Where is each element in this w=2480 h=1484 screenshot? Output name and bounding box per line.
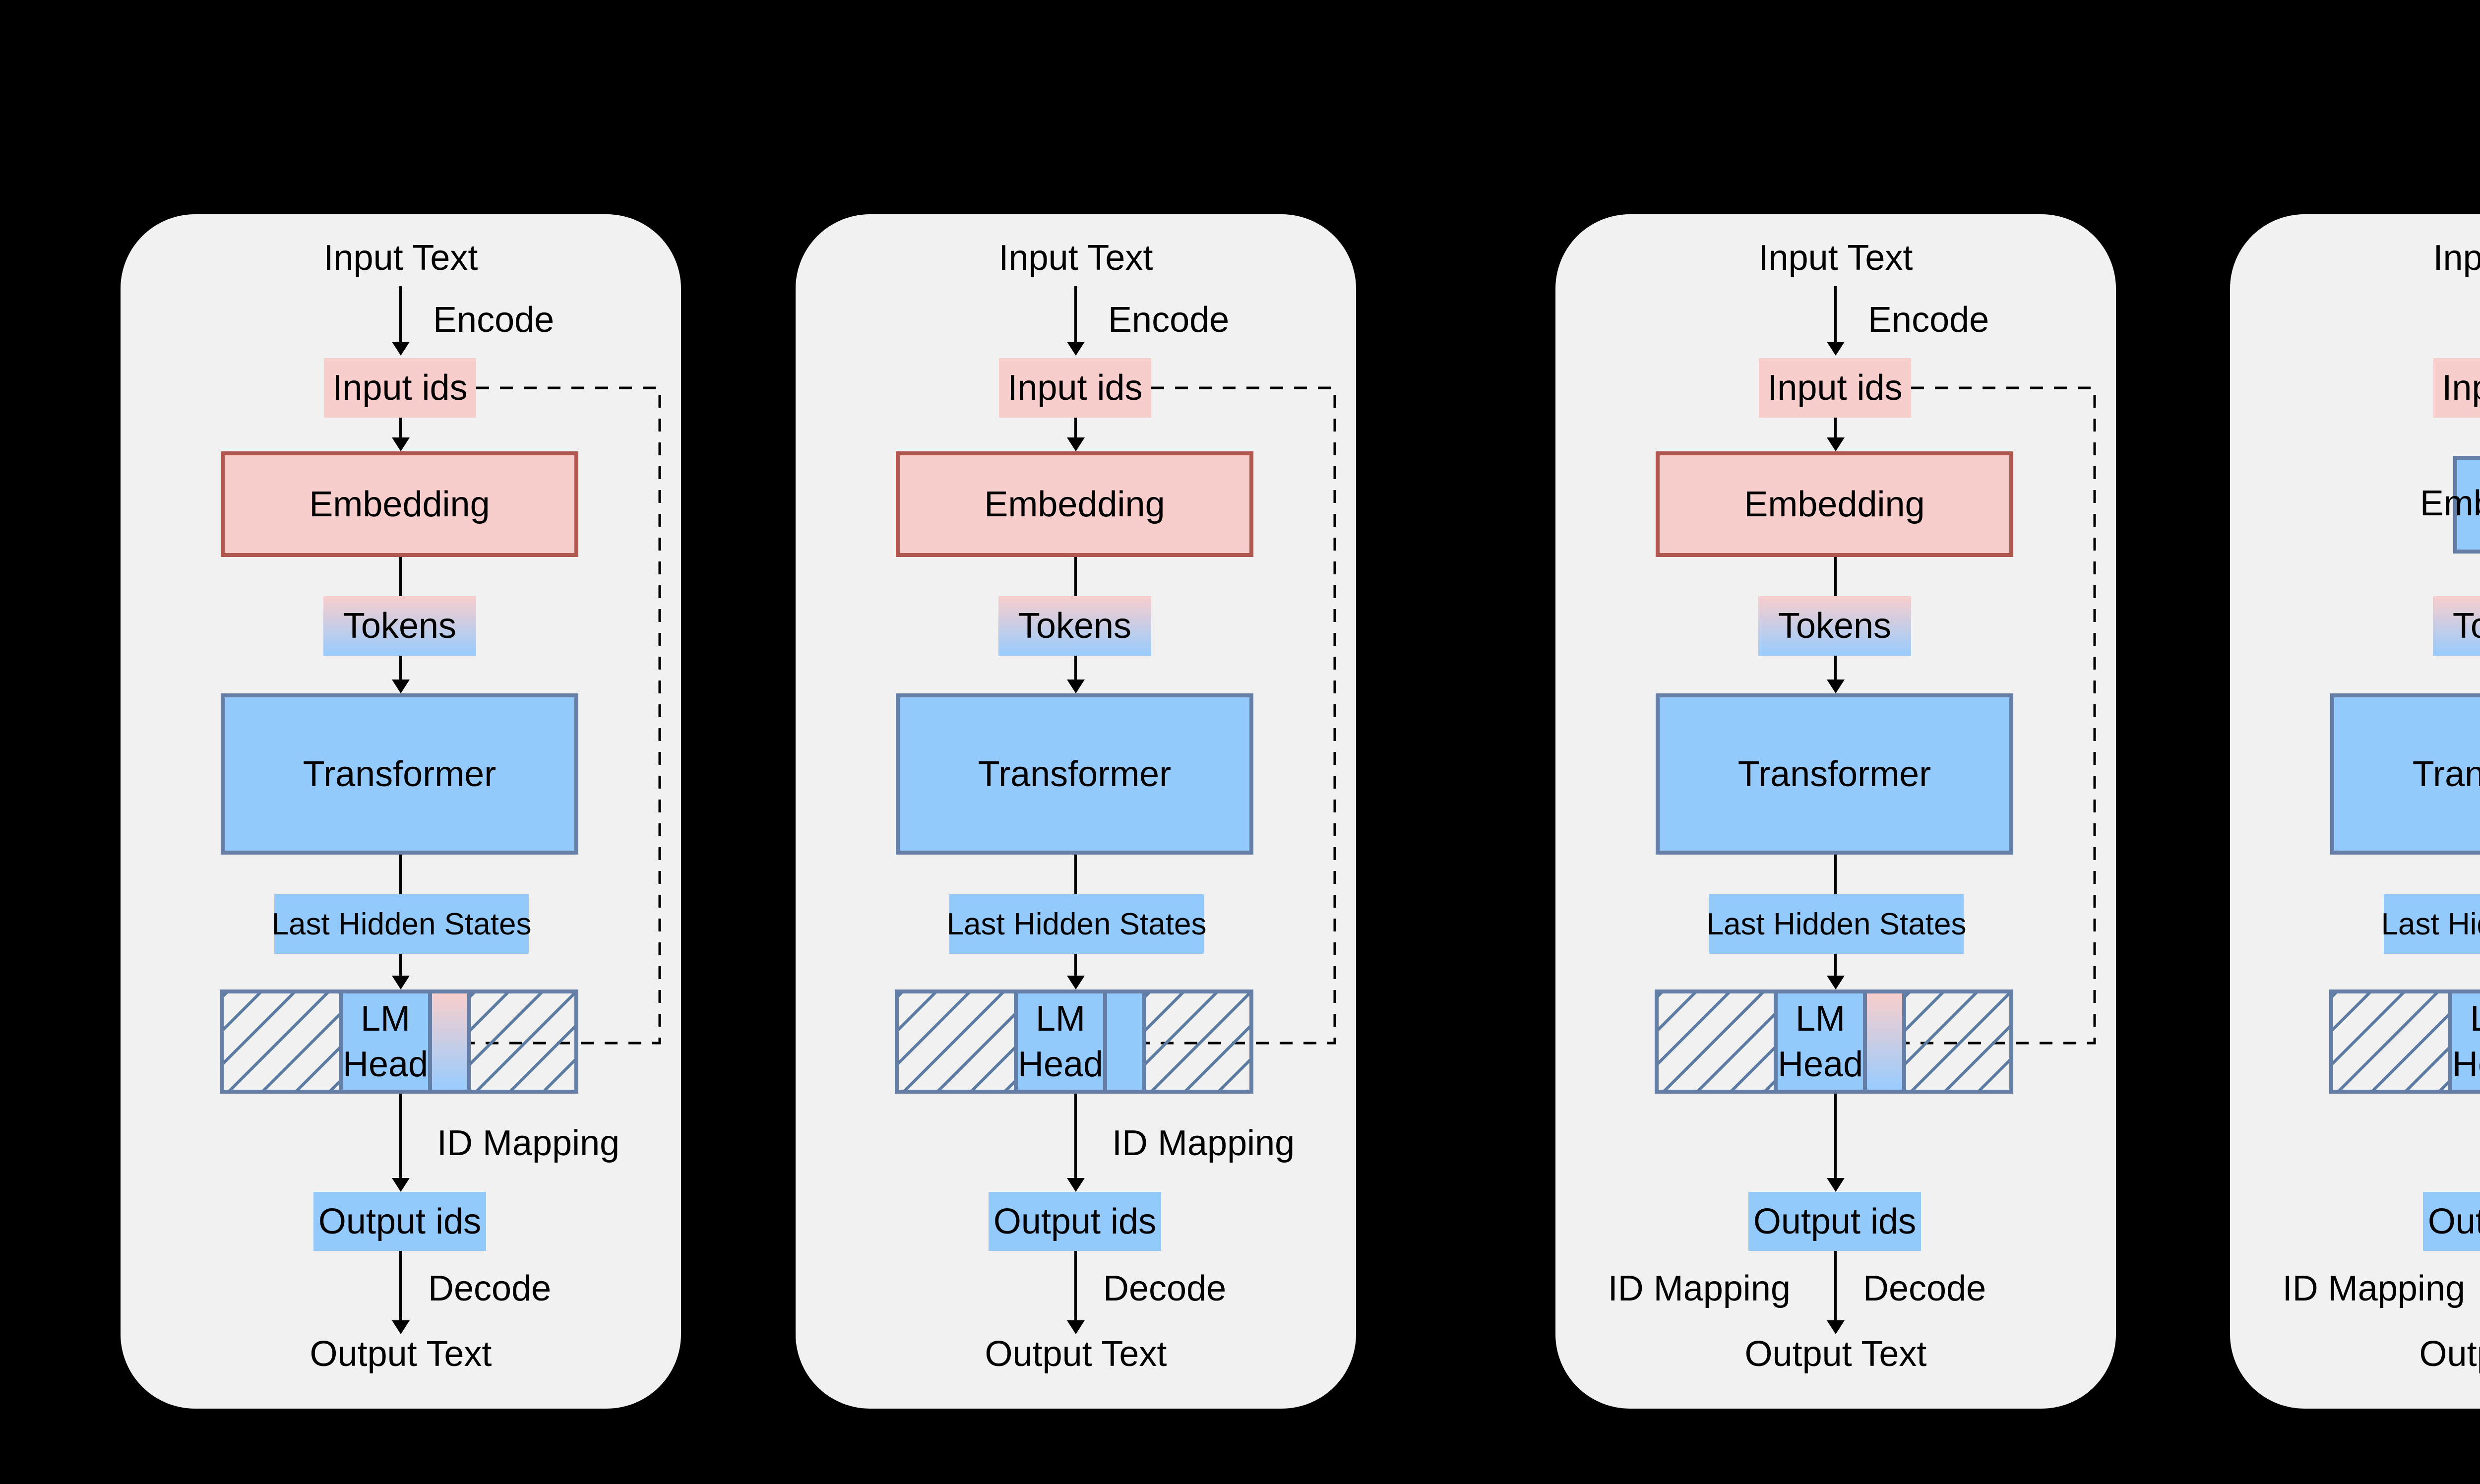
ids-to-embedding-arrow bbox=[392, 418, 410, 451]
lmhead-to-outputids-arrow bbox=[1827, 1094, 1845, 1192]
tokens-chip: Tokens bbox=[2433, 596, 2480, 656]
lm-head-cell: LM Head bbox=[1774, 993, 1867, 1090]
encode-arrow bbox=[392, 286, 410, 356]
output-ids-chip: Output ids bbox=[989, 1192, 1161, 1251]
lmhead-to-outputids-arrow bbox=[1067, 1094, 1085, 1192]
id-mapping-label: ID Mapping bbox=[437, 1123, 620, 1163]
id-mapping-label: ID Mapping bbox=[1608, 1269, 1791, 1308]
output-ids-chip: Output ids bbox=[313, 1192, 486, 1251]
last-hidden-states-chip: Last Hidden States bbox=[272, 894, 531, 954]
decode-arrow bbox=[392, 1251, 410, 1334]
output-text-label: Output Text bbox=[2419, 1334, 2480, 1374]
encode-arrow bbox=[1827, 286, 1845, 356]
lm-head-cell: LM Head bbox=[1014, 993, 1108, 1090]
last-hidden-states-chip: Last Hidden States bbox=[2381, 894, 2480, 954]
pruned-vocab-hatch-left bbox=[1659, 993, 1774, 1090]
id-mapping-label: ID Mapping bbox=[2282, 1269, 2465, 1308]
pipeline-panel-4: Input Text Encode Input ids Embedding To… bbox=[2230, 214, 2480, 1409]
pipeline-panel-3: Input Text Encode Input ids Embedding To… bbox=[1555, 214, 2116, 1409]
hidden-to-lmhead-arrow bbox=[1067, 954, 1085, 989]
output-ids-chip: Output ids bbox=[1748, 1192, 1921, 1251]
output-ids-chip: Output ids bbox=[2423, 1192, 2480, 1251]
transformer-to-hidden-line bbox=[399, 855, 402, 894]
mapped-token-strip bbox=[1867, 993, 1907, 1090]
tokens-chip: Tokens bbox=[998, 596, 1151, 656]
output-text-label: Output Text bbox=[985, 1334, 1167, 1374]
lm-head-box: LM Head bbox=[220, 989, 578, 1094]
tokens-chip: Tokens bbox=[323, 596, 476, 656]
encode-label: Encode bbox=[433, 300, 555, 340]
decode-label: Decode bbox=[1103, 1269, 1227, 1308]
lm-head-box: LM Head bbox=[895, 989, 1253, 1094]
transformer-box: Transformer bbox=[896, 693, 1253, 855]
encode-label: Encode bbox=[1868, 300, 1989, 340]
tokens-to-transformer-arrow bbox=[1827, 656, 1845, 693]
input-ids-chip: Input ids bbox=[2433, 358, 2480, 418]
input-text-label: Input Text bbox=[1758, 238, 1913, 278]
pruned-vocab-hatch-right bbox=[471, 993, 574, 1090]
embedding-box: Embedding bbox=[221, 451, 578, 557]
lmhead-to-outputids-arrow bbox=[392, 1094, 410, 1192]
embedding-to-tokens-line bbox=[1834, 557, 1837, 596]
encode-arrow bbox=[1067, 286, 1085, 356]
embedding-to-tokens-line bbox=[399, 557, 402, 596]
lm-head-cell: LM Head bbox=[2448, 993, 2480, 1090]
output-text-label: Output Text bbox=[310, 1334, 492, 1374]
mapped-token-strip bbox=[1107, 993, 1147, 1090]
embedding-label: Embedding bbox=[2419, 484, 2480, 523]
lm-head-box: LM Head bbox=[1655, 989, 2013, 1094]
transformer-box: Transformer bbox=[221, 693, 578, 855]
tokens-to-transformer-arrow bbox=[1067, 656, 1085, 693]
pipeline-panel-1: Input Text Encode Input ids Embedding To… bbox=[121, 214, 681, 1409]
decode-label: Decode bbox=[428, 1269, 552, 1308]
transformer-box: Transformer bbox=[1656, 693, 2013, 855]
input-ids-chip: Input ids bbox=[324, 358, 476, 418]
embedding-box: Embedding bbox=[896, 451, 1253, 557]
tokens-chip: Tokens bbox=[1758, 596, 1911, 656]
pruned-vocab-hatch-right bbox=[1146, 993, 1249, 1090]
pipeline-panel-2: Input Text Encode Input ids Embedding To… bbox=[796, 214, 1356, 1409]
pruned-vocab-hatch-left bbox=[899, 993, 1014, 1090]
transformer-to-hidden-line bbox=[1074, 855, 1077, 894]
input-text-label: Input Text bbox=[998, 238, 1153, 278]
tokens-to-transformer-arrow bbox=[392, 656, 410, 693]
decode-label: Decode bbox=[1863, 1269, 1986, 1308]
id-mapping-label: ID Mapping bbox=[1112, 1123, 1295, 1163]
embedding-box-small bbox=[2453, 456, 2480, 554]
decode-arrow bbox=[1067, 1251, 1085, 1334]
lm-head-cell: LM Head bbox=[339, 993, 433, 1090]
transformer-box: Transformer bbox=[2330, 693, 2480, 855]
last-hidden-states-chip: Last Hidden States bbox=[1707, 894, 1966, 954]
lm-head-box: LM Head bbox=[2329, 989, 2480, 1094]
transformer-to-hidden-line bbox=[1834, 855, 1837, 894]
encode-label: Encode bbox=[1108, 300, 1230, 340]
input-text-label: Input Text bbox=[323, 238, 478, 278]
last-hidden-states-chip: Last Hidden States bbox=[947, 894, 1206, 954]
input-ids-chip: Input ids bbox=[999, 358, 1151, 418]
pruned-vocab-hatch-right bbox=[1906, 993, 2009, 1090]
hidden-to-lmhead-arrow bbox=[1827, 954, 1845, 989]
embedding-box: Embedding bbox=[1656, 451, 2013, 557]
output-text-label: Output Text bbox=[1744, 1334, 1927, 1374]
embedding-to-tokens-line bbox=[1074, 557, 1077, 596]
pruned-vocab-hatch-left bbox=[224, 993, 339, 1090]
pruned-vocab-hatch-left bbox=[2333, 993, 2448, 1090]
mapped-token-strip bbox=[432, 993, 472, 1090]
input-text-label: Input Text bbox=[2433, 238, 2480, 278]
hidden-to-lmhead-arrow bbox=[392, 954, 410, 989]
input-ids-chip: Input ids bbox=[1759, 358, 1911, 418]
decode-arrow bbox=[1827, 1251, 1845, 1334]
ids-to-embedding-arrow bbox=[1067, 418, 1085, 451]
ids-to-embedding-arrow bbox=[1827, 418, 1845, 451]
